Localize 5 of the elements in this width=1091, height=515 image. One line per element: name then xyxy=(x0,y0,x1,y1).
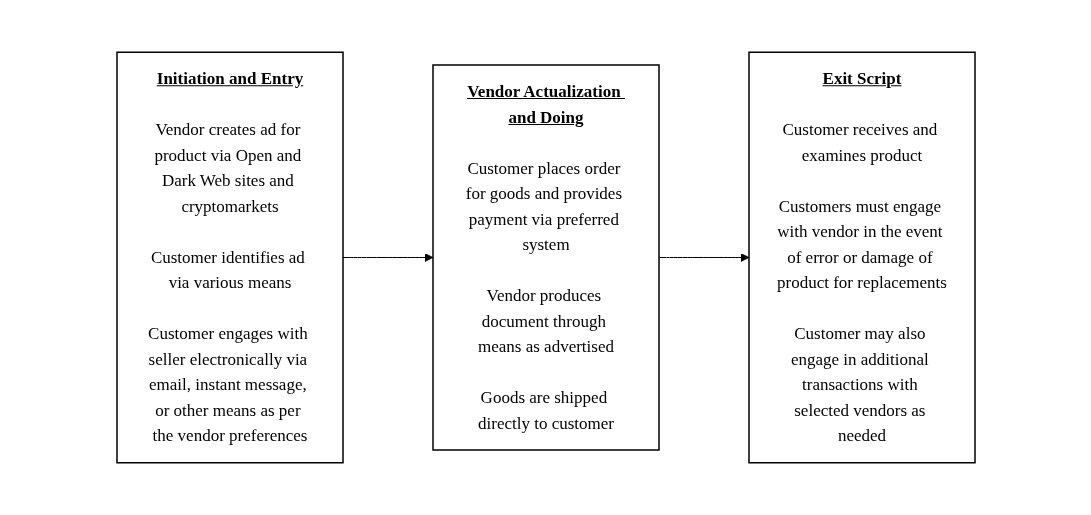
node-box: Initiation and Entry Vendor creates ad for product via Open and Dark Web sites and cryptomarkets Customer identifies ad via various means Customer engages with seller electronically via email, instant message, or other means as per the vendor preferences xyxy=(115,51,344,464)
arrow xyxy=(342,253,433,262)
node-box: Vendor Actualization and Doing Customer places order for goods and provides payment via preferred system Vendor produces document through means as advertised Goods are shipped directly to customer xyxy=(431,64,660,451)
arrow xyxy=(658,253,749,262)
node-box: Exit Script Customer receives and examines product Customers must engage with vendor in the event of error or damage of product for replacements Customer may also engage in additional transactions with selected vendors as needed xyxy=(747,51,976,464)
